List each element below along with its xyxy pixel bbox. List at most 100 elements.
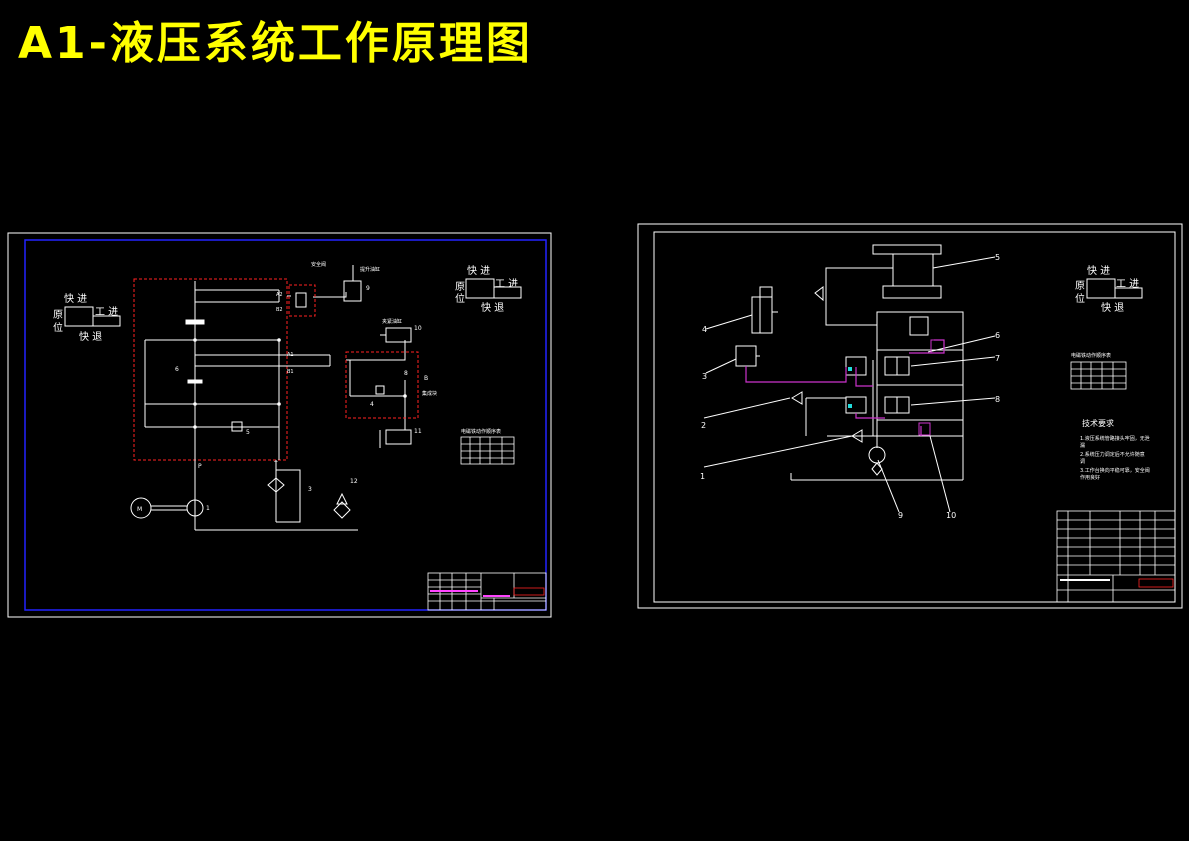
r-cycle-work-feed: 工 进 — [1116, 278, 1139, 290]
spool-marker-upper — [185, 319, 205, 325]
port-a2: A2 — [276, 292, 283, 298]
title-block-left-highlight — [513, 587, 545, 596]
sheet-left-labels: 快 进 工 进 原 位 快 退 快 进 工 进 原 位 快 退 安全阀 提升油缸… — [53, 261, 518, 513]
tech-req-1b: 漏 — [1080, 442, 1085, 449]
label-n12: 12 — [350, 478, 358, 485]
port-b2: B2 — [276, 307, 283, 313]
title-block-right-highlight — [1138, 578, 1174, 588]
r-num-4: 4 — [702, 325, 707, 334]
tech-req-1a: 1.液压系统管路接头牢固，无泄 — [1080, 435, 1150, 442]
r-num-7: 7 — [995, 354, 1000, 363]
label-n1: 1 — [206, 505, 210, 512]
check-valve-1 — [851, 429, 863, 443]
tech-req-3a: 3.工作台换向平稳可靠，安全阀 — [1080, 467, 1150, 474]
cycle-home-2: 位 — [53, 321, 63, 334]
sheet-left-outer-border — [7, 232, 552, 618]
solenoid-table-title-left: 电磁铁动作顺序表 — [461, 428, 501, 435]
r-num-10: 10 — [946, 511, 956, 520]
label-lift-cylinder: 提升油缸 — [360, 266, 380, 273]
motor-symbol — [130, 497, 152, 519]
cycle2-work-feed: 工 进 — [495, 278, 518, 290]
valve-6-box — [930, 339, 945, 354]
junction-dot — [193, 425, 197, 429]
check-valve-top — [814, 286, 824, 302]
safety-valve-dashed-box — [288, 284, 316, 317]
tech-req-2a: 2.系统压力调定后不允许随意 — [1080, 451, 1145, 458]
cycle-diagram-left-sheet-right — [465, 278, 522, 299]
pump-9 — [868, 446, 886, 464]
junction-dot — [193, 402, 197, 406]
check-valve-2 — [791, 391, 803, 405]
clamp-cylinder-10 — [385, 327, 412, 343]
cycle-work-feed: 工 进 — [95, 306, 118, 318]
label-n10: 10 — [414, 325, 422, 332]
junction-dot — [193, 338, 197, 342]
pressure-lines — [144, 281, 406, 531]
lift-cylinder — [343, 280, 362, 302]
cycle-fast-forward: 快 进 — [64, 293, 87, 305]
port-p: P — [198, 463, 202, 470]
label-manifold: 集成块 — [422, 390, 437, 397]
label-n8: 8 — [404, 370, 408, 377]
cycle-diagram-left — [64, 306, 121, 327]
r-num-1: 1 — [700, 472, 705, 481]
sheet-right-inner-border — [653, 231, 1176, 603]
safety-valve-symbol — [295, 292, 307, 308]
valve-10-box — [918, 422, 931, 436]
filter-9 — [871, 462, 883, 476]
label-n9: 9 — [366, 285, 370, 292]
sheet-right-outer-border — [637, 223, 1183, 609]
port-b1: B1 — [287, 369, 294, 375]
solenoid-table-right — [1070, 361, 1127, 390]
junction-dot — [403, 394, 407, 398]
solenoid-table-title-right: 电磁铁动作顺序表 — [1071, 352, 1111, 359]
label-n11: 11 — [414, 428, 422, 435]
valve-4-symbol — [375, 385, 385, 395]
page-title: A1-液压系统工作原理图 — [18, 18, 533, 69]
label-safety-valve: 安全阀 — [311, 261, 326, 268]
cycle2-home-1: 原 — [455, 281, 465, 293]
sheet-left-inner-border — [24, 239, 547, 611]
sheet-right — [637, 223, 1183, 609]
sheet-right-labels: 快 进 工 进 原 位 快 退 1 2 3 4 5 6 7 8 9 10 电磁铁… — [700, 253, 1150, 520]
valve-8-fill — [848, 404, 852, 408]
label-b: B — [424, 375, 428, 382]
port-a1: A1 — [287, 352, 294, 358]
manifold-block-outline — [133, 278, 288, 461]
cycle-home-1: 原 — [53, 309, 63, 321]
r-cycle-fast-forward: 快 进 — [1087, 265, 1110, 277]
r-cycle-home-2: 位 — [1075, 292, 1085, 305]
tank-filter-12 — [333, 501, 351, 519]
cycle2-home-2: 位 — [455, 292, 465, 305]
r-num-3: 3 — [702, 372, 707, 381]
r-cycle-fast-return: 快 退 — [1101, 302, 1124, 314]
port-t: T — [273, 461, 278, 468]
r-num-5: 5 — [995, 253, 1000, 262]
sheet-left — [7, 232, 552, 618]
title-block-left — [427, 572, 547, 611]
label-clamp-cylinder: 夹紧油缸 — [382, 318, 402, 325]
title-block-right — [1056, 510, 1176, 603]
tech-req-2b: 调 — [1080, 458, 1085, 465]
r-num-6: 6 — [995, 331, 1000, 340]
relief-valve-5 — [231, 421, 243, 432]
cycle2-fast-return: 快 退 — [481, 302, 504, 314]
r-num-2: 2 — [701, 421, 706, 430]
r-num-8: 8 — [995, 395, 1000, 404]
tech-requirements-title: 技术要求 — [1082, 418, 1114, 428]
cycle2-fast-forward: 快 进 — [467, 265, 490, 277]
pipe-lines — [745, 339, 945, 436]
junction-dot — [277, 402, 281, 406]
r-num-9: 9 — [898, 511, 903, 520]
valve-7-fill — [848, 367, 852, 371]
label-n5: 5 — [246, 429, 250, 436]
clamp-cylinder-11 — [385, 429, 412, 445]
sheet-right-lines — [703, 244, 996, 513]
r-cycle-home-1: 原 — [1075, 280, 1085, 292]
motor-label: M — [137, 506, 142, 513]
cycle-fast-return: 快 退 — [79, 331, 102, 343]
pump-1 — [186, 499, 204, 517]
label-n4: 4 — [370, 401, 374, 408]
label-n6: 6 — [175, 366, 179, 373]
label-n3: 3 — [308, 486, 312, 493]
